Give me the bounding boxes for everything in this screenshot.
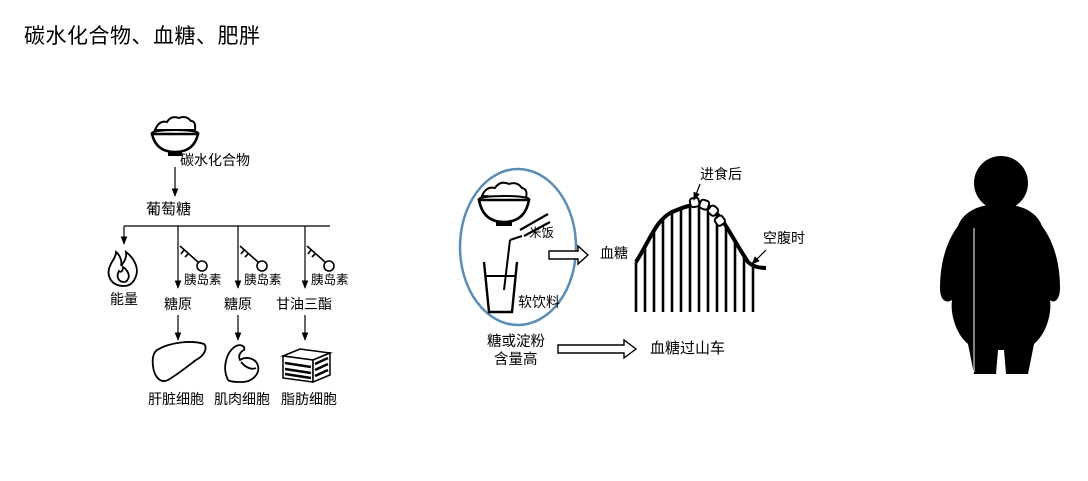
- glycogen-muscle-label: 糖原: [224, 297, 252, 313]
- key-icon: [239, 245, 268, 272]
- high-sugar-label-line1: 糖或淀粉: [487, 334, 545, 350]
- muscle-arm-icon: [224, 344, 260, 383]
- rice-label: 米饭: [529, 225, 555, 240]
- fat-tissue-icon: [280, 348, 333, 384]
- rice-bowl-chopsticks-icon: [477, 181, 551, 237]
- carbohydrate-label: 碳水化合物: [180, 153, 250, 169]
- fasting-pointer: [751, 249, 767, 265]
- liver-cell-label: 肝脏细胞: [148, 392, 204, 408]
- key-icon: [179, 245, 208, 272]
- insulin-label: 胰岛素: [244, 272, 282, 287]
- soft-drink-label: 软饮料: [518, 295, 560, 311]
- glucose-rollercoaster-label: 血糖过山车: [650, 339, 726, 357]
- insulin-label: 胰岛素: [311, 272, 349, 287]
- high-sugar-label-line2: 含量高: [494, 352, 538, 368]
- after-meal-label: 进食后: [700, 167, 742, 183]
- hollow-arrow-icon: [548, 244, 590, 266]
- liver-icon: [151, 341, 207, 382]
- soft-drink-glass-icon: [482, 235, 523, 314]
- after-meal-pointer: [693, 183, 701, 201]
- glucose-label: 葡萄糖: [146, 200, 192, 218]
- fasting-label: 空腹时: [763, 231, 805, 247]
- energy-label: 能量: [110, 292, 138, 308]
- flame-icon: [107, 249, 138, 287]
- food-highlight-ellipse: [458, 167, 578, 327]
- rice-bowl-icon: [150, 116, 200, 156]
- glycogen-liver-label: 糖原: [164, 297, 192, 313]
- blood-glucose-label: 血糖: [600, 246, 628, 262]
- insulin-label: 胰岛素: [184, 272, 222, 287]
- blood-glucose-rollercoaster: [634, 196, 767, 312]
- triglyceride-label: 甘油三酯: [276, 297, 332, 313]
- fat-cell-label: 脂肪细胞: [281, 392, 337, 408]
- obese-person-silhouette: [940, 156, 1060, 374]
- page-title: 碳水化合物、血糖、肥胖: [24, 24, 261, 48]
- hollow-arrow-long-icon: [557, 338, 638, 360]
- muscle-cell-label: 肌肉细胞: [214, 392, 270, 408]
- key-icon: [306, 245, 335, 272]
